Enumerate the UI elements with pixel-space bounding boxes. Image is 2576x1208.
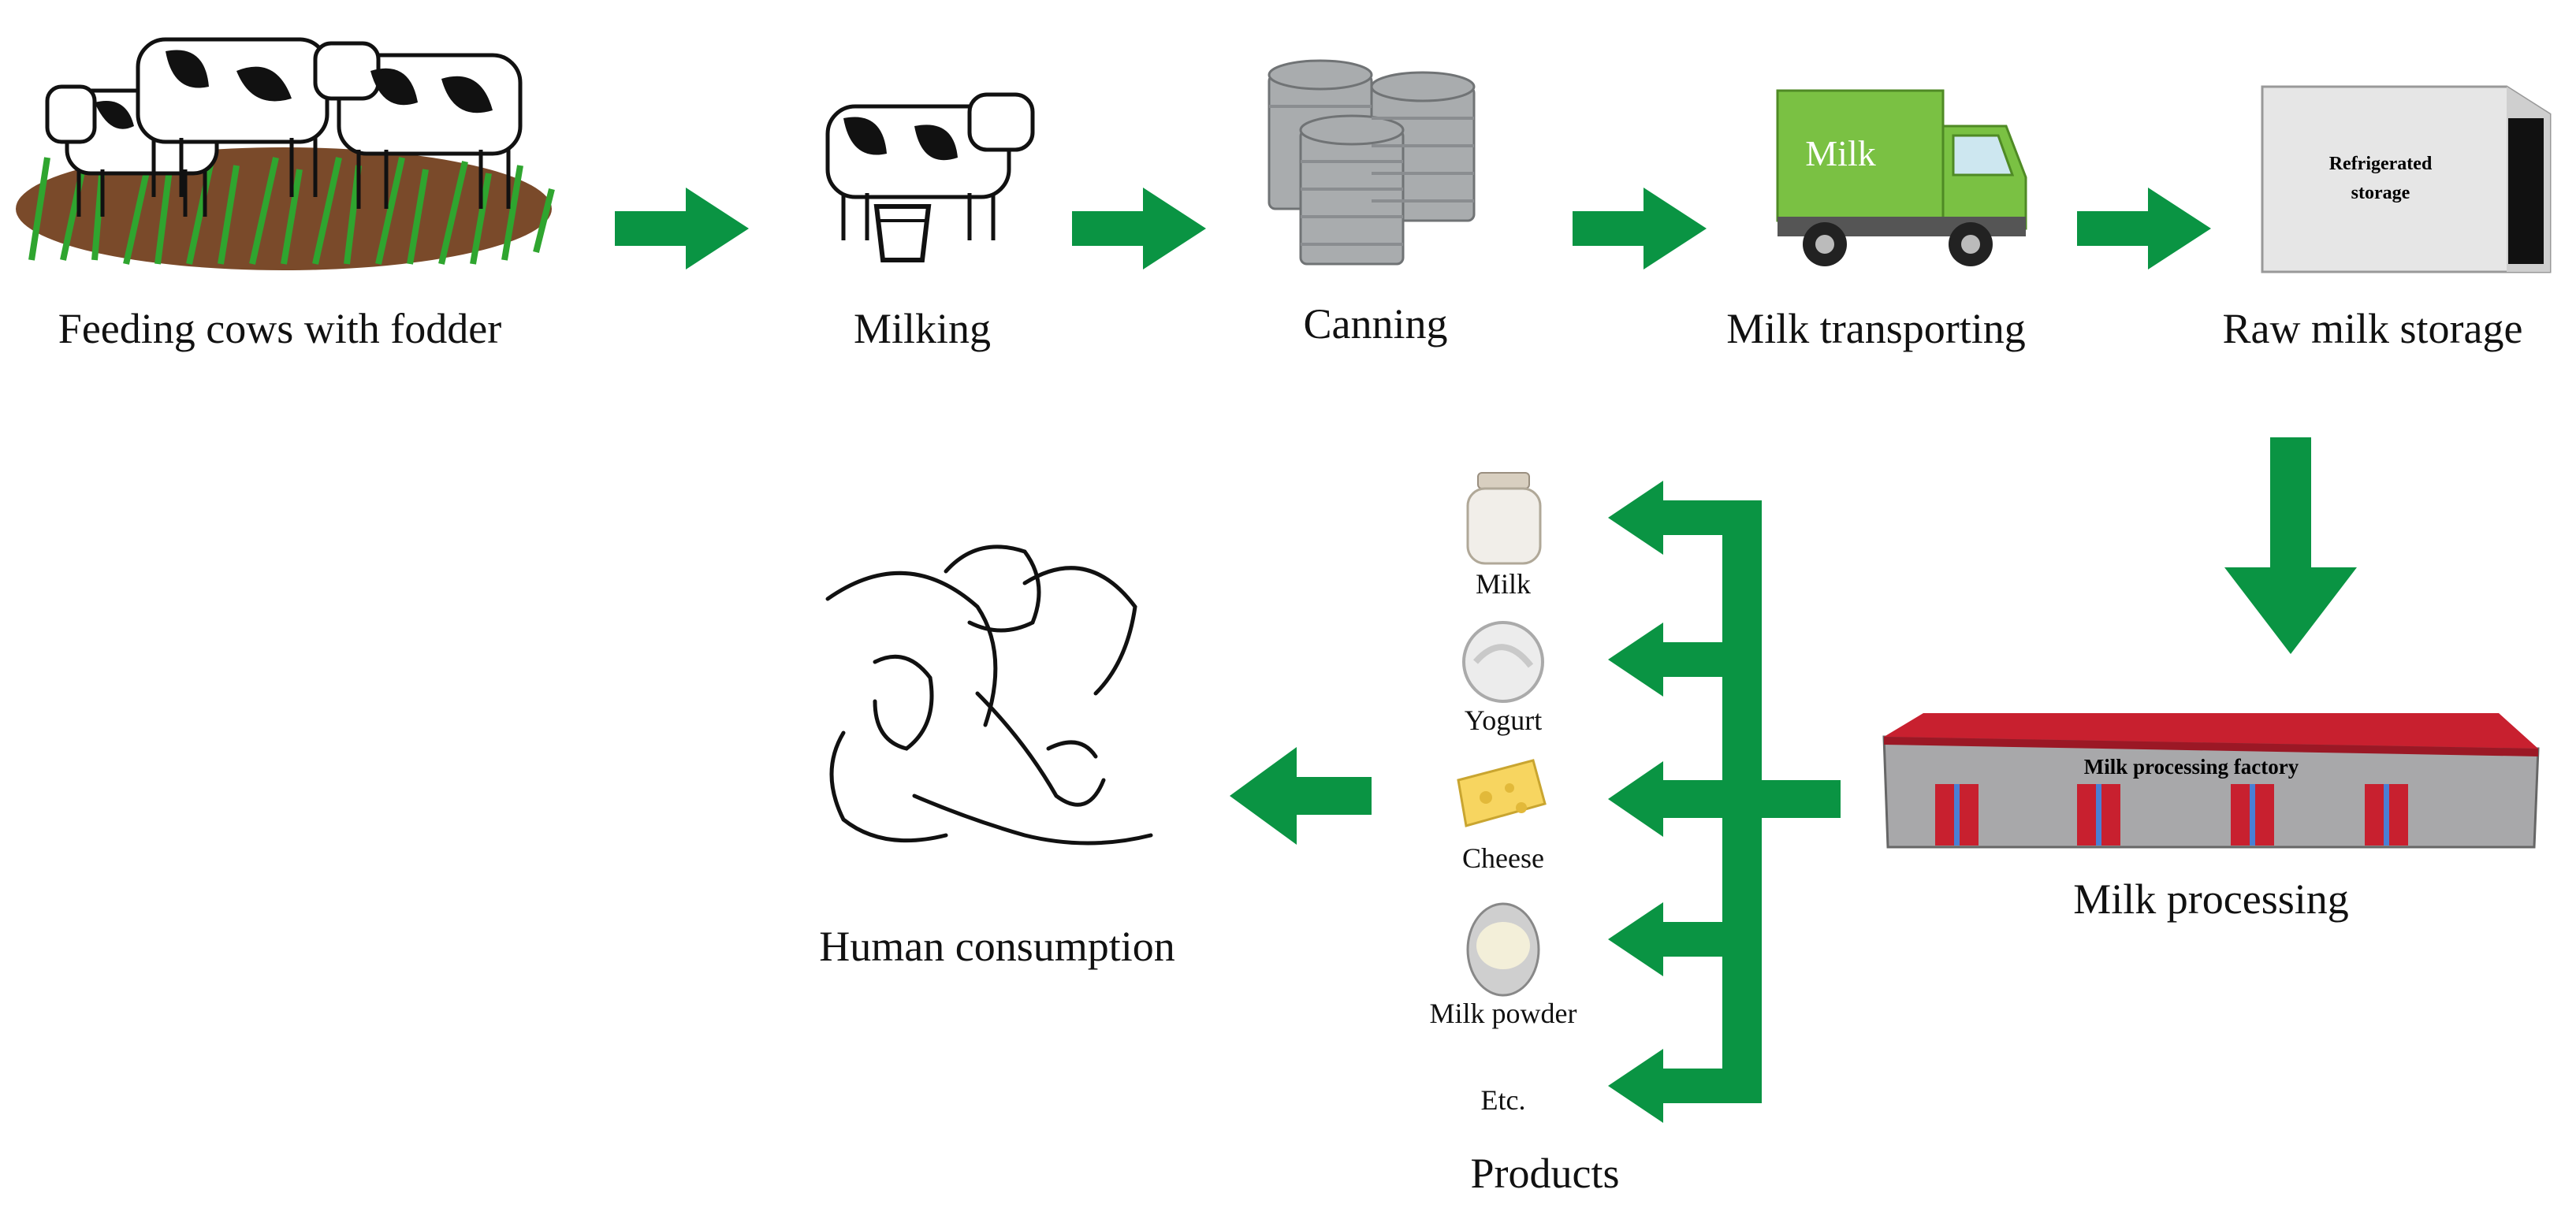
human-consumption-illustration <box>825 545 1153 846</box>
refrigerated-storage-illustration: Refrigerated storage <box>2261 85 2552 273</box>
cheese-icon <box>1457 759 1547 827</box>
factory-label: Milk processing factory <box>2084 755 2299 779</box>
truck-label: Milk <box>1805 133 1875 173</box>
canning-illustration <box>1268 59 1476 266</box>
arrow-canning-to-transporting <box>1573 188 1707 269</box>
arrow-transporting-to-storage <box>2077 188 2211 269</box>
product-label-cheese: Cheese <box>1462 842 1544 874</box>
milking-illustration <box>825 92 1035 262</box>
milk-bottle-icon <box>1466 472 1542 565</box>
label-consumption: Human consumption <box>819 923 1175 970</box>
milk-truck-illustration: Milk <box>1776 89 2027 266</box>
product-label-yogurt: Yogurt <box>1464 704 1543 736</box>
label-canning: Canning <box>1303 300 1448 348</box>
products-branch-arrows <box>1608 481 1841 1123</box>
product-label-milk: Milk <box>1475 568 1532 600</box>
product-label-milk-powder: Milk powder <box>1429 998 1577 1029</box>
product-label-etc: Etc. <box>1480 1084 1526 1116</box>
label-processing: Milk processing <box>2073 875 2349 923</box>
arrow-products-to-consumption <box>1230 747 1372 845</box>
label-milking: Milking <box>853 305 992 352</box>
arrow-milking-to-canning <box>1072 188 1206 269</box>
milk-powder-icon <box>1466 902 1540 997</box>
arrow-feeding-to-milking <box>615 188 749 269</box>
milk-factory-illustration: Milk processing factory <box>1882 713 2540 849</box>
storage-label-line2: storage <box>2351 183 2410 203</box>
label-products: Products <box>1470 1150 1620 1197</box>
arrow-storage-to-processing <box>2224 437 2357 654</box>
feeding-cows-illustration <box>16 37 555 270</box>
storage-label-line1: Refrigerated <box>2329 154 2433 174</box>
label-feeding: Feeding cows with fodder <box>58 305 502 352</box>
yogurt-icon <box>1462 621 1544 703</box>
label-storage: Raw milk storage <box>2222 305 2523 352</box>
label-transporting: Milk transporting <box>1726 305 2026 352</box>
